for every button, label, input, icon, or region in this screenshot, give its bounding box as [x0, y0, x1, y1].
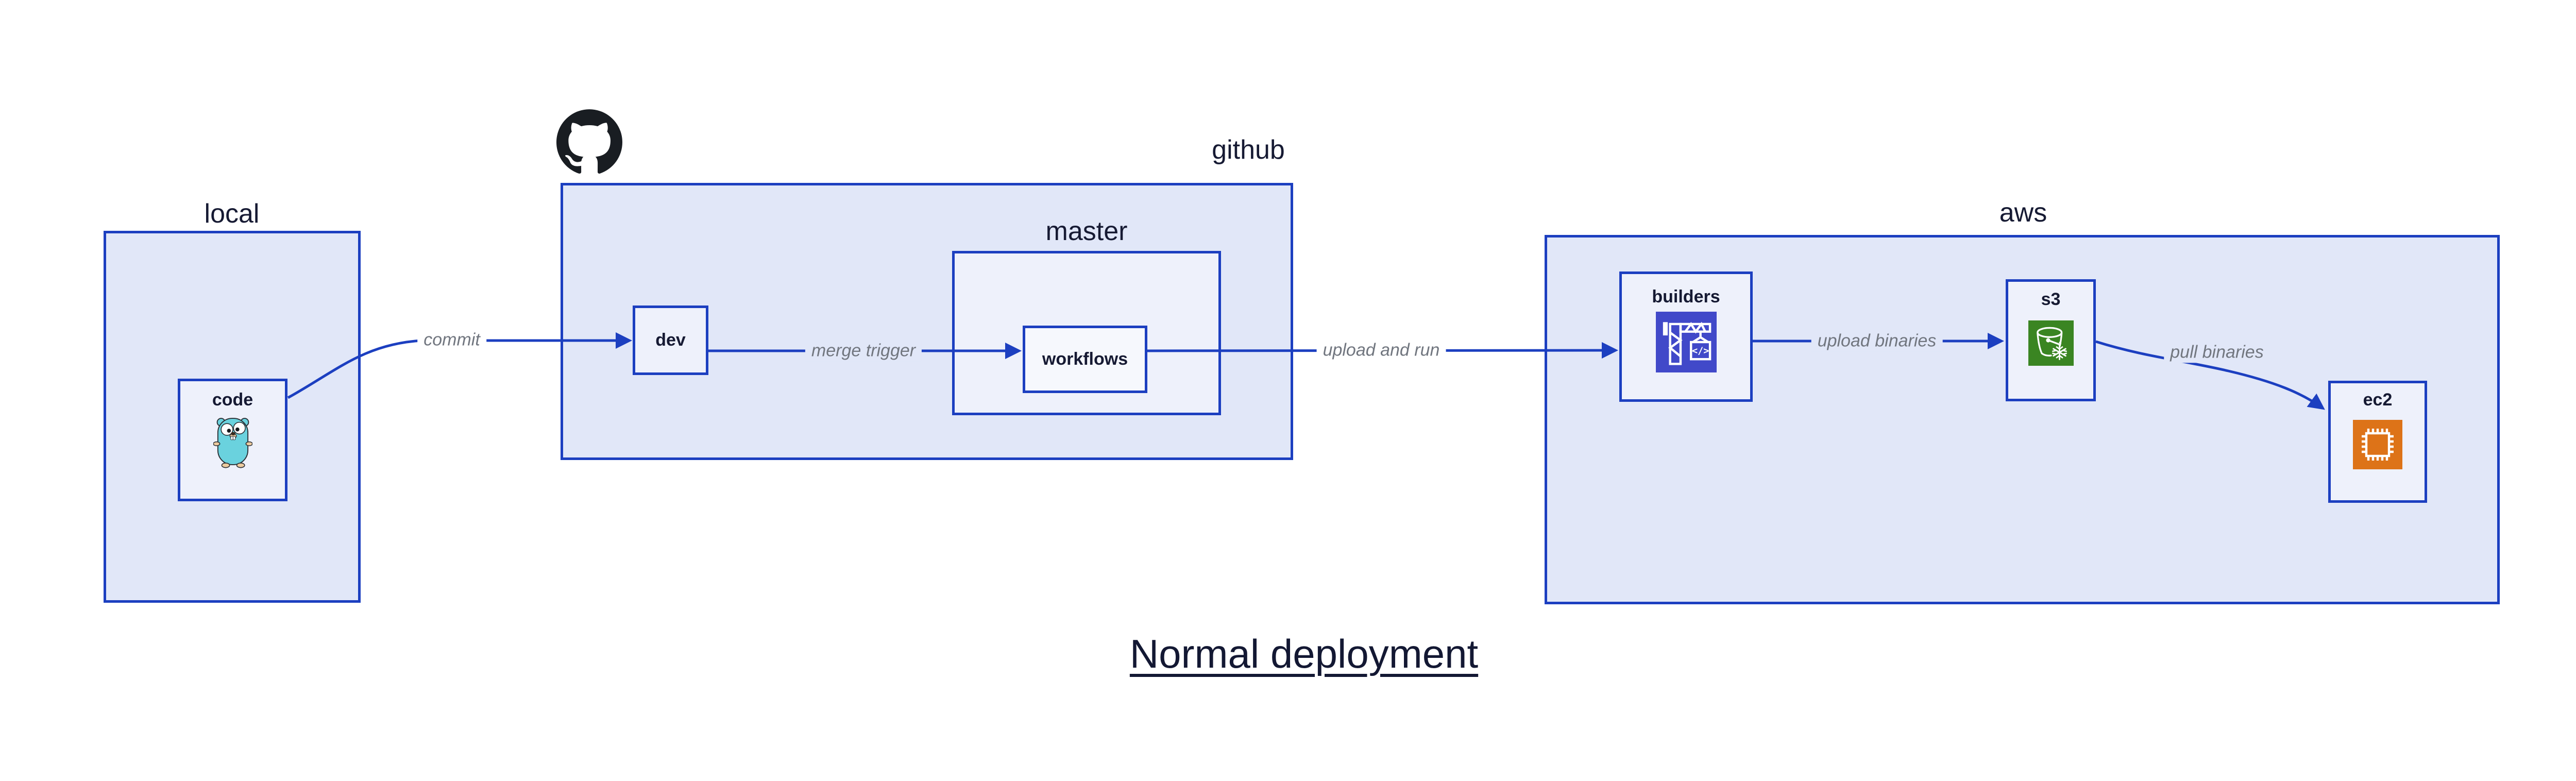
group-master-label: master [1045, 216, 1128, 246]
node-builders-box: builders </> [1619, 271, 1753, 402]
group-github-label: github [1212, 135, 1285, 165]
edge-label-pull-binaries: pull binaries [2164, 342, 2270, 363]
edge-label-commit: commit [417, 329, 486, 351]
node-code-label: code [212, 390, 253, 410]
node-builders-label: builders [1652, 287, 1720, 307]
codebuild-code-glyph: </> [1692, 346, 1709, 356]
edge-commit-arrow [287, 332, 633, 399]
group-local-label: local [204, 199, 260, 229]
node-ec2-box: ec2 [2328, 381, 2427, 503]
s3-glacier-bucket-icon [2028, 320, 2074, 366]
node-s3-box: s3 [2006, 279, 2096, 401]
codebuild-crane-icon: </> [1655, 312, 1717, 373]
node-dev-label: dev [655, 330, 686, 350]
edge-label-merge-trigger: merge trigger [805, 340, 922, 362]
edge-label-upload-binaries: upload binaries [1811, 330, 1943, 352]
edge-label-upload-and-run: upload and run [1316, 339, 1446, 361]
node-workflows-box: workflows [1023, 326, 1147, 393]
group-aws-label: aws [1999, 198, 2047, 228]
node-s3-label: s3 [2041, 290, 2061, 309]
node-code-box: code [178, 379, 287, 501]
go-gopher-icon [212, 414, 253, 469]
node-workflows-label: workflows [1042, 349, 1128, 369]
ec2-chip-icon [2353, 420, 2402, 470]
github-octocat-icon [556, 109, 622, 174]
node-ec2-label: ec2 [2363, 390, 2393, 410]
diagram-title: Normal deployment [1129, 631, 1479, 676]
node-dev-box: dev [633, 305, 708, 375]
edge-pull-binaries-arrow [2095, 340, 2325, 410]
